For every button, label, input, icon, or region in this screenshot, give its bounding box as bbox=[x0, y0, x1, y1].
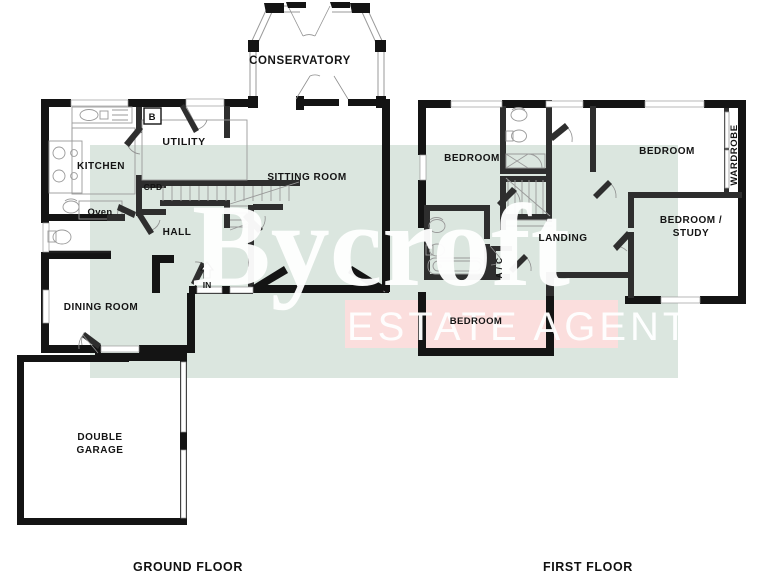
dining-garage-door bbox=[78, 334, 99, 354]
front-door-frame bbox=[189, 286, 230, 294]
ground-internal-walls bbox=[136, 106, 300, 293]
room-label-wardrobe: WARDROBE bbox=[729, 124, 740, 185]
room-label-utility: UTILITY bbox=[162, 136, 205, 148]
room-label-bedroom-study-1: BEDROOM / bbox=[660, 215, 722, 226]
watermark-text-group: Bycroft ESTATE AGENTS bbox=[192, 180, 722, 349]
room-label-oven: Oven bbox=[88, 207, 113, 218]
kitchen-fixtures bbox=[48, 106, 136, 220]
first-internal-walls bbox=[424, 100, 742, 298]
ground-floor-plan bbox=[17, 2, 390, 525]
room-label-boiler: B bbox=[149, 112, 156, 123]
room-label-double-garage-1: DOUBLE bbox=[77, 432, 122, 443]
first-windows bbox=[419, 100, 705, 304]
room-label-landing: LANDING bbox=[538, 233, 587, 244]
room-label-airing-cupboard: A / C bbox=[494, 257, 504, 278]
bathroom-fixtures bbox=[425, 217, 485, 275]
first-floor-plan bbox=[418, 100, 746, 356]
sitting-room-door-conservatory bbox=[295, 74, 349, 100]
room-label-bedroom-3: BEDROOM bbox=[450, 316, 502, 327]
room-label-dining-room: DINING ROOM bbox=[64, 302, 138, 313]
entrance-arrow-icon bbox=[199, 261, 215, 279]
room-label-hall: HALL bbox=[163, 227, 192, 238]
room-label-cpd: CPD bbox=[144, 182, 163, 192]
room-label-bedroom-2: BEDROOM bbox=[639, 146, 695, 157]
conservatory-corner-posts bbox=[248, 3, 386, 108]
hall-kitchen-partition bbox=[107, 214, 125, 221]
room-label-conservatory: CONSERVATORY bbox=[249, 55, 351, 67]
cloakroom-fixtures bbox=[47, 198, 80, 245]
room-label-bedroom-study-2: STUDY bbox=[673, 228, 709, 239]
watermark-pink-band bbox=[345, 300, 618, 348]
utility-fixtures bbox=[141, 119, 248, 181]
conservatory-door-thresholds bbox=[250, 266, 386, 293]
room-labels: CONSERVATORY UTILITY KITCHEN SITTING ROO… bbox=[64, 55, 740, 456]
wardrobe-doors bbox=[724, 111, 730, 189]
first-door-leaves bbox=[497, 123, 631, 273]
boiler-box bbox=[143, 107, 162, 125]
room-label-kitchen: KITCHEN bbox=[77, 161, 125, 172]
room-label-double-garage-2: GARAGE bbox=[77, 445, 124, 456]
watermark-tagline: ESTATE AGENTS bbox=[347, 305, 722, 349]
conservatory-door-head bbox=[286, 2, 350, 8]
garage-door-opening bbox=[180, 361, 187, 519]
ground-windows bbox=[42, 98, 225, 353]
room-label-bedroom-1: BEDROOM bbox=[444, 153, 500, 164]
front-door-window bbox=[196, 286, 254, 294]
room-label-sitting-room: SITTING ROOM bbox=[267, 172, 346, 183]
caption-ground-floor: GROUND FLOOR bbox=[133, 560, 243, 574]
caption-first-floor: FIRST FLOOR bbox=[543, 560, 633, 574]
ensuite-fixtures bbox=[505, 107, 546, 169]
watermark-brand: Bycroft bbox=[192, 180, 570, 311]
ground-staircase bbox=[162, 181, 300, 231]
room-label-entrance: IN bbox=[203, 280, 212, 290]
